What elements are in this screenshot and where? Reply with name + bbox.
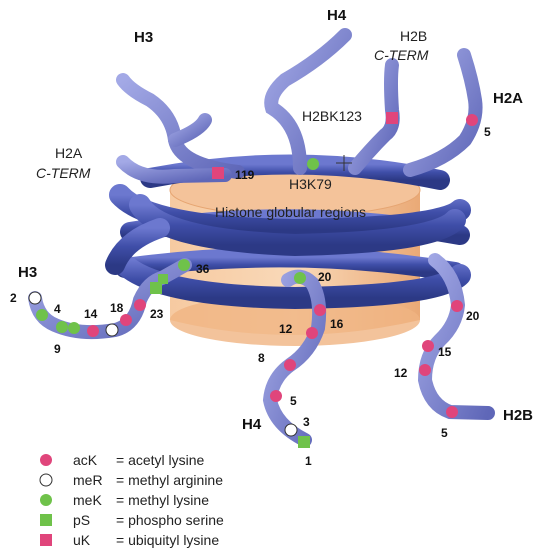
num-h3-9: 9: [54, 342, 61, 356]
h2a-right-tail: [403, 48, 483, 177]
label-h2b-bottom: H2B: [503, 407, 533, 424]
h3-top-tail: [116, 73, 245, 179]
acetyl-marker-h4-16: [314, 304, 326, 316]
acetyl-marker-h4-8: [284, 359, 296, 371]
label-h2a-left-cterm: C-TERM: [36, 165, 91, 181]
legend-ubiquityl-symbol: uK: [73, 532, 91, 548]
num-h3-18: 18: [110, 301, 124, 315]
acetyl-marker-h2b-15: [422, 340, 434, 352]
acetyl-marker-h2b-20: [451, 300, 463, 312]
num-119: 119: [235, 168, 255, 182]
num-h3-23: 23: [150, 307, 164, 321]
legend-methyl-lysine-symbol: meK: [73, 492, 102, 508]
acetyl-marker-h4-5: [270, 390, 282, 402]
acetyl-marker-h2b-5: [446, 406, 458, 418]
legend-methyl-arginine-meaning: = methyl arginine: [116, 472, 223, 488]
num-h2b-15: 15: [438, 345, 452, 359]
methyl-arginine-marker-h3-2: [28, 291, 42, 305]
legend-phospho-serine-marker: [40, 514, 52, 526]
num-h4-5: 5: [290, 394, 297, 408]
label-h4-top: H4: [327, 7, 347, 24]
legend-phospho-serine-meaning: = phospho serine: [116, 512, 224, 528]
legend-methyl-lysine-marker: [40, 494, 52, 506]
num-h2b-5: 5: [441, 426, 448, 440]
legend-methyl-arginine-marker: [39, 473, 53, 487]
label-h3-top: H3: [134, 29, 153, 46]
legend-methyl-arginine-symbol: meR: [73, 472, 103, 488]
label-h4-bottom: H4: [242, 416, 262, 433]
legend-acetyl-symbol: acK: [73, 452, 98, 468]
label-h2a-right: H2A: [493, 90, 523, 107]
num-h2a-5: 5: [484, 125, 491, 139]
acetyl-marker-h2b-12: [419, 364, 431, 376]
methyl-lysine-marker-h3k79: [307, 158, 319, 170]
crosshair-icon: [336, 155, 352, 171]
legend-ubiquityl-meaning: = ubiquityl lysine: [116, 532, 219, 548]
num-h2b-20: 20: [466, 309, 480, 323]
methyl-lysine-marker-h4-20: [294, 272, 306, 284]
phospho-serine-marker-h4-1: [298, 436, 310, 448]
num-h3-36: 36: [196, 262, 210, 276]
modification-markers: [28, 112, 478, 448]
methyl-arginine-marker-h4-3: [284, 423, 298, 437]
label-h3k79: H3K79: [289, 176, 332, 192]
methyl-arginine-marker-h3-18: [105, 323, 119, 337]
h4-top-tail: [264, 28, 352, 175]
label-h2b-top-cterm: C-TERM: [374, 47, 429, 63]
num-h4-1: 1: [305, 454, 312, 468]
num-h4-20: 20: [318, 270, 332, 284]
acetyl-marker-h3-18: [120, 314, 132, 326]
num-h3-4: 4: [54, 302, 61, 316]
legend: acK = acetyl lysine meR = methyl arginin…: [39, 452, 224, 548]
legend-acetyl-marker: [40, 454, 52, 466]
label-h2bk123: H2BK123: [302, 108, 362, 124]
legend-phospho-serine-symbol: pS: [73, 512, 90, 528]
ubiquityl-marker-h2bk123: [386, 112, 398, 124]
h4-bottom-tail: [262, 269, 327, 447]
num-h4-8: 8: [258, 351, 265, 365]
num-h2b-12: 12: [394, 366, 408, 380]
ubiquityl-marker-h2a-119: [212, 167, 224, 179]
methyl-lysine-marker-h3-36: [178, 259, 190, 271]
label-h3-left: H3: [18, 264, 37, 281]
num-h4-3: 3: [303, 415, 310, 429]
acetyl-marker-h3-14: [87, 325, 99, 337]
phospho-serine-marker-h3: [150, 282, 162, 294]
num-h4-12: 12: [279, 322, 293, 336]
phospho-serine-marker-h3-b: [158, 274, 168, 284]
acetyl-marker-h2a-5: [466, 114, 478, 126]
methyl-lysine-marker-h3-4: [36, 309, 48, 321]
legend-ubiquityl-marker: [40, 534, 52, 546]
acetyl-marker-h3-23: [134, 299, 146, 311]
legend-acetyl-meaning: = acetyl lysine: [116, 452, 205, 468]
methyl-lysine-marker-h3-9: [56, 321, 68, 333]
h3-top-branch: [168, 113, 212, 147]
acetyl-marker-h3-9: [68, 322, 80, 334]
label-h2b-top: H2B: [400, 28, 427, 44]
label-globular: Histone globular regions: [215, 204, 366, 220]
label-h2a-left: H2A: [55, 145, 83, 161]
num-h3-14: 14: [84, 307, 98, 321]
h2b-bottom-tail: [417, 253, 495, 420]
legend-methyl-lysine-meaning: = methyl lysine: [116, 492, 209, 508]
num-h3-2: 2: [10, 291, 17, 305]
h2a-left-tail: [116, 155, 232, 184]
acetyl-marker-h4-12: [306, 327, 318, 339]
h2b-top-tail: [348, 58, 400, 175]
num-h4-16: 16: [330, 317, 344, 331]
